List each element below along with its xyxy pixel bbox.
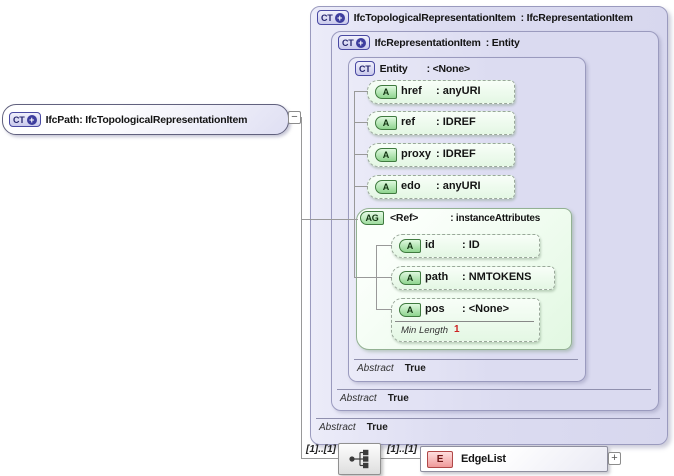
attribute-pos[interactable]: A pos : <None> Min Length 1	[391, 298, 540, 342]
attribute-type: : anyURI	[436, 180, 481, 192]
element-type: : IfcTopologicalRepresentationItem	[79, 113, 248, 126]
connector-line	[301, 458, 338, 459]
attribute-edo[interactable]: A edo : anyURI	[367, 175, 515, 199]
attribute-icon: A	[399, 303, 421, 317]
connector-line	[376, 309, 392, 310]
abstract-label: Abstract	[319, 422, 356, 433]
attribute-proxy[interactable]: A proxy : IDREF	[367, 143, 515, 167]
attribute-id[interactable]: A id : ID	[391, 234, 540, 258]
type-header-entity[interactable]: CT Entity : <None>	[355, 61, 470, 76]
expand-button[interactable]: +	[608, 452, 621, 465]
attribute-icon: A	[375, 116, 397, 130]
attribute-type: : IDREF	[436, 116, 476, 128]
base-type: : <None>	[426, 62, 471, 75]
attribute-group-header[interactable]: AG <Ref> : instanceAttributes	[360, 211, 540, 225]
connector-line	[354, 186, 368, 187]
attribute-type: : <None>	[462, 303, 510, 315]
connector-line	[381, 458, 420, 459]
group-type: : instanceAttributes	[450, 212, 541, 224]
connector-line	[354, 122, 368, 123]
attribute-type: : anyURI	[436, 85, 481, 97]
connector-line	[354, 277, 392, 278]
collapse-button[interactable]: −	[288, 111, 301, 124]
attribute-name: id	[425, 239, 435, 251]
attribute-name: ref	[401, 116, 416, 128]
base-type: : IfcRepresentationItem	[520, 11, 633, 24]
attribute-icon: A	[399, 271, 421, 285]
attribute-type: : NMTOKENS	[462, 271, 532, 283]
attribute-group-icon: AG	[360, 211, 384, 225]
attribute-icon: A	[399, 239, 421, 253]
abstract-value: True	[366, 422, 388, 433]
cardinality-label: [1]..[1]	[306, 444, 336, 455]
element-edgelist[interactable]: E EdgeList	[420, 446, 608, 472]
sequence-compositor[interactable]	[338, 443, 381, 475]
complex-type-icon: CT+	[338, 35, 370, 50]
outer-abstract-row: Abstract True	[319, 422, 388, 433]
connector-line	[354, 91, 355, 278]
badge-text: CT	[359, 63, 371, 74]
connector-line	[354, 154, 368, 155]
element-icon: E	[427, 450, 453, 468]
complex-type-icon: CT+	[317, 10, 349, 25]
entity-abstract-row: Abstract True	[357, 363, 426, 374]
abstract-label: Abstract	[340, 393, 377, 404]
element-ifcpath[interactable]: CT+ IfcPath : IfcTopologicalRepresentati…	[2, 104, 289, 135]
badge-text: CT	[13, 114, 25, 125]
connector-line	[301, 219, 358, 220]
complex-type-icon: CT+	[9, 112, 41, 127]
type-name: Entity	[379, 62, 408, 75]
derived-plus-icon: +	[26, 114, 37, 125]
group-ref-name: <Ref>	[390, 212, 419, 224]
base-type: : Entity	[485, 36, 520, 49]
facet-divider	[316, 418, 660, 419]
sequence-icon	[348, 449, 368, 469]
abstract-value: True	[404, 363, 426, 374]
attribute-name: href	[401, 85, 422, 97]
attribute-ref[interactable]: A ref : IDREF	[367, 111, 515, 135]
element-name: IfcPath	[45, 113, 80, 126]
attribute-path[interactable]: A path : NMTOKENS	[391, 266, 555, 290]
attribute-name: pos	[425, 303, 445, 315]
repitem-abstract-row: Abstract True	[340, 393, 409, 404]
abstract-value: True	[387, 393, 409, 404]
type-header-ifcrepresentationitem[interactable]: CT+ IfcRepresentationItem : Entity	[338, 35, 520, 50]
cardinality-label: [1]..[1]	[387, 444, 417, 455]
attribute-icon: A	[375, 85, 397, 99]
attribute-icon: A	[375, 180, 397, 194]
min-length-label: Min Length	[401, 325, 449, 336]
attribute-href[interactable]: A href : anyURI	[367, 80, 515, 104]
type-name: IfcTopologicalRepresentationItem	[353, 11, 516, 24]
attribute-type: : IDREF	[436, 148, 476, 160]
attribute-icon: A	[375, 148, 397, 162]
badge-text: CT	[342, 37, 354, 48]
complex-type-icon: CT	[355, 61, 375, 76]
facet-divider	[354, 359, 578, 360]
facet-divider	[395, 321, 534, 322]
connector-line	[301, 117, 302, 459]
type-name: IfcRepresentationItem	[374, 36, 481, 49]
type-header-ifctopologicalrepresentationitem[interactable]: CT+ IfcTopologicalRepresentationItem : I…	[317, 10, 633, 25]
attribute-name: edo	[401, 180, 421, 192]
badge-text: CT	[321, 12, 333, 23]
attribute-name: proxy	[401, 148, 431, 160]
facet-divider	[337, 389, 651, 390]
connector-line	[376, 245, 377, 310]
derived-plus-icon: +	[355, 37, 366, 48]
element-name: EdgeList	[461, 453, 506, 465]
connector-line	[376, 245, 392, 246]
min-length-value: 1	[454, 324, 460, 335]
connector-line	[354, 91, 368, 92]
attribute-name: path	[425, 271, 449, 283]
derived-plus-icon: +	[334, 12, 345, 23]
abstract-label: Abstract	[357, 363, 394, 374]
attribute-type: : ID	[462, 239, 480, 251]
